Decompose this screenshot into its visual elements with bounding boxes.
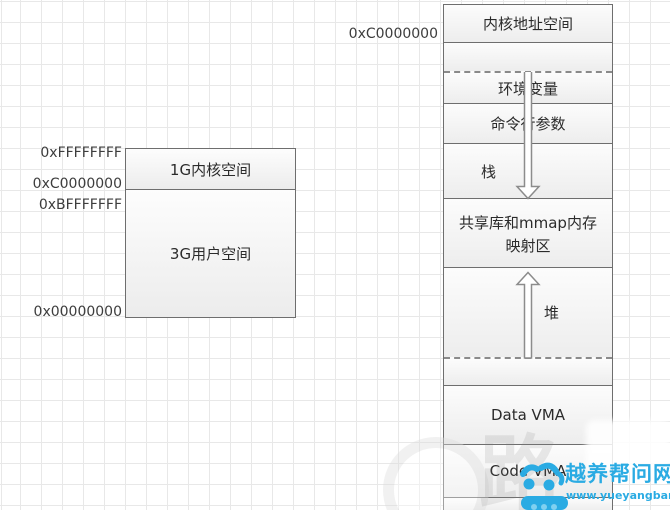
section-label: Data VMA (490, 406, 566, 424)
section-gap (444, 359, 612, 386)
user-space-box: 3G用户空间 (125, 189, 296, 318)
section-mmap-region: 共享库和mmap内存映射区 (444, 199, 612, 268)
section-label: 环境变量 (497, 79, 558, 98)
address-label-top: 0xFFFFFFFF (40, 145, 122, 161)
section-label: 堆 (544, 304, 560, 322)
kernel-space-box-label: 1G内核空间 (169, 160, 252, 179)
section-label: 内核地址空间 (482, 15, 573, 33)
section-kernel-address-space: 内核地址空间 (444, 5, 612, 43)
kernel-space-box: 1G内核空间 (125, 148, 296, 190)
section-command-line-args: 命令行参数 (444, 104, 612, 144)
faint-watermark-logo-circle (383, 437, 489, 510)
section-label: 共享库和mmap内存映射区 (459, 213, 597, 255)
section-stack: 栈 (444, 144, 612, 199)
address-label-kernel-base: 0xC0000000 (32, 176, 122, 192)
boundary-address-label: 0xC0000000 (348, 26, 438, 42)
section-label: 栈 (481, 162, 497, 181)
faint-watermark-highlight (586, 420, 670, 472)
section-data-vma: Data VMA (444, 386, 612, 445)
site-watermark-url: www.yueyangbang.com (566, 489, 670, 502)
section-reserved-gap (444, 43, 612, 73)
section-label: 命令行参数 (490, 115, 566, 133)
section-heap: 堆 (444, 268, 612, 359)
section-environment-variables: 环境变量 (444, 73, 612, 104)
faint-watermark-text: 路 (479, 427, 562, 510)
site-watermark-name: 越养帮问网 (565, 462, 670, 486)
address-label-bottom: 0x00000000 (33, 304, 122, 320)
user-space-box-label: 3G用户空间 (169, 245, 252, 263)
address-label-user-top: 0xBFFFFFFF (38, 197, 122, 213)
